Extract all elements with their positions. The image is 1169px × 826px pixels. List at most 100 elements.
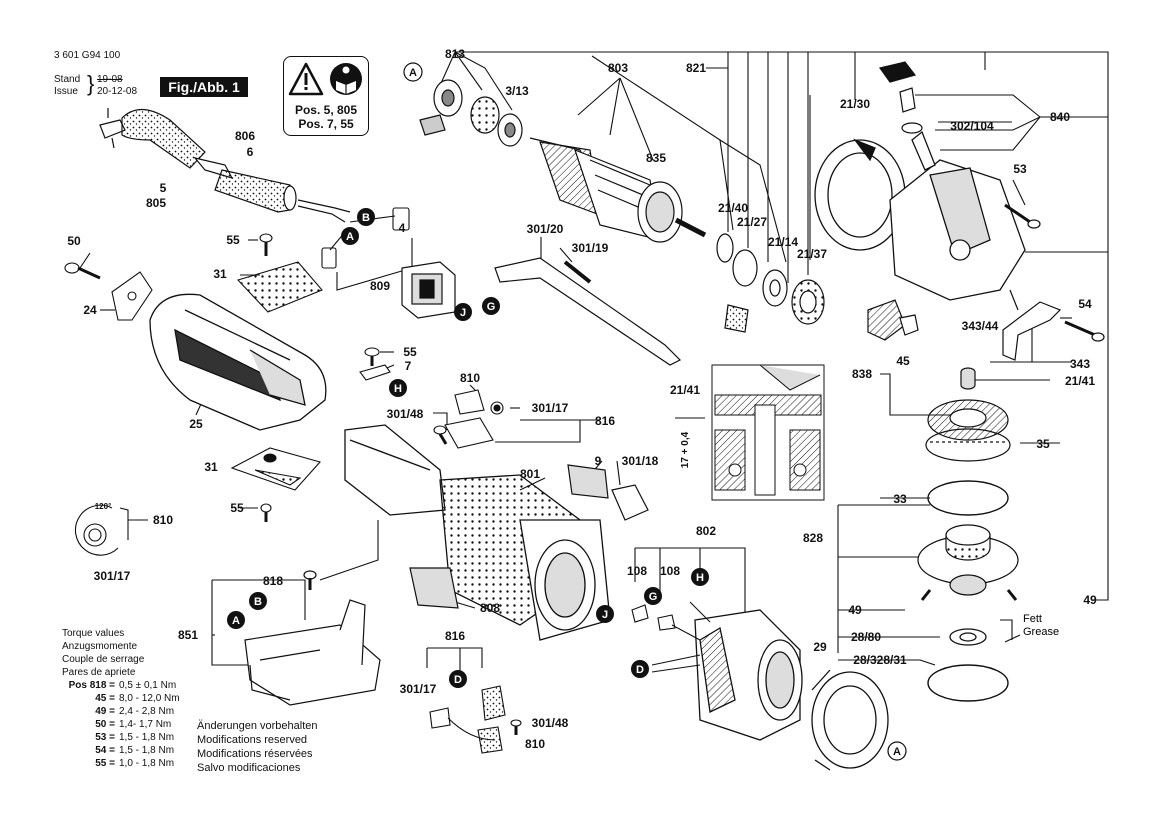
spring-810 <box>74 504 129 556</box>
o-ring-28-328-31 <box>927 664 1009 702</box>
label-343-44: 343/44 <box>962 319 999 333</box>
label-108-b: 108 <box>660 564 680 578</box>
svg-text:H: H <box>696 572 704 584</box>
label-120-deg: 120° <box>95 502 112 511</box>
issue-date: 20-12-08 <box>97 86 138 97</box>
svg-text:A: A <box>232 615 240 627</box>
label-301-48-b: 301/48 <box>532 716 569 730</box>
label-810-c: 810 <box>525 737 545 751</box>
marker-j-housing: J <box>596 605 614 623</box>
label-33: 33 <box>893 492 907 506</box>
svg-text:D: D <box>636 664 644 676</box>
spindle-lock-button <box>878 61 923 134</box>
label-25: 25 <box>189 417 203 431</box>
label-835: 835 <box>646 151 666 165</box>
label-31-b: 31 <box>204 460 218 474</box>
label-813: 813 <box>445 47 465 61</box>
label-301-18: 301/18 <box>622 454 659 468</box>
label-816-a: 816 <box>595 414 615 428</box>
label-818: 818 <box>263 574 283 588</box>
label-21-40: 21/40 <box>718 201 748 215</box>
label-5: 5 <box>160 181 167 195</box>
armature-803 <box>529 137 707 243</box>
marker-j-switch: J <box>454 303 472 321</box>
label-fett: Fett <box>1023 613 1042 625</box>
torque-row: 49 =2,4 - 2,8 Nm <box>95 706 175 717</box>
label-828: 828 <box>803 531 823 545</box>
svg-text:H: H <box>394 383 402 395</box>
label-805: 805 <box>146 196 166 210</box>
label-301-19: 301/19 <box>572 241 609 255</box>
marker-g-switch: G <box>482 297 500 315</box>
label-53: 53 <box>1013 162 1027 176</box>
switch-4 <box>401 261 456 319</box>
screw-54 <box>1064 320 1105 342</box>
marker-d-stator: D <box>631 660 649 678</box>
spindle-lock-301-20 <box>494 257 682 366</box>
warning-triangle-icon <box>288 62 324 96</box>
spindle-cross-section <box>711 364 825 501</box>
cap-31-bottom <box>230 447 321 522</box>
bracket-301-18 <box>611 484 649 521</box>
label-50: 50 <box>67 234 81 248</box>
connection-markers: A B A G J H J B A H G D D A <box>227 62 907 761</box>
label-809: 809 <box>370 279 390 293</box>
label-9: 9 <box>595 454 602 468</box>
warning-line-2: Pos. 7, 55 <box>298 117 354 131</box>
svg-text:G: G <box>649 591 658 603</box>
svg-text:A: A <box>893 746 901 758</box>
washer-28-80 <box>949 628 987 646</box>
read-manual-icon <box>330 63 362 95</box>
label-29: 29 <box>813 640 827 654</box>
label-838: 838 <box>852 367 872 381</box>
marker-h-brush: H <box>389 379 407 397</box>
stand-date-old: 19-08 <box>97 74 123 85</box>
svg-text:A: A <box>346 231 354 243</box>
marker-a-outline: A <box>403 62 423 82</box>
svg-text:D: D <box>454 674 462 686</box>
torque-table: Pos 818 =0,5 ± 0,1 Nm 45 =8,0 - 12,0 Nm … <box>62 679 232 770</box>
marker-a-ring: A <box>887 741 907 761</box>
svg-text:J: J <box>602 609 608 621</box>
label-6: 6 <box>247 145 254 159</box>
modifications-note: Änderungen vorbehalten Modifications res… <box>197 719 317 775</box>
bearing-813-b <box>470 96 523 147</box>
cap-31-top <box>236 233 323 313</box>
label-21-37: 21/37 <box>797 247 827 261</box>
svg-text:A: A <box>409 67 417 79</box>
label-55-b: 55 <box>230 501 244 515</box>
motor-housing-801 <box>344 424 611 641</box>
label-21-27: 21/27 <box>737 215 767 229</box>
label-55-c: 55 <box>403 345 417 359</box>
brush-holder-810 <box>444 389 504 449</box>
torque-values-legend: Torque values Anzugsmomente Couple de se… <box>62 627 222 679</box>
label-301-48-a: 301/48 <box>387 407 424 421</box>
label-49-a: 49 <box>848 603 862 617</box>
label-301-17-c: 301/17 <box>400 682 437 696</box>
label-4: 4 <box>399 221 406 235</box>
air-guide-ring-29 <box>811 669 889 771</box>
warning-line-1: Pos. 5, 805 <box>294 103 358 117</box>
torque-row: 54 =1,5 - 1,8 Nm <box>95 745 175 756</box>
bevel-gear-35 <box>925 399 1011 462</box>
rings-21 <box>716 233 825 333</box>
label-301-20: 301/20 <box>527 222 564 236</box>
label-108-a: 108 <box>627 564 647 578</box>
note-en: Modifications reserved <box>197 734 308 746</box>
torque-title-2: Anzugsmomente <box>62 641 138 652</box>
torque-row: 53 =1,5 - 1,8 Nm <box>95 732 175 743</box>
label-808: 808 <box>480 601 500 615</box>
label-301-17-b: 301/17 <box>532 401 569 415</box>
marker-a-plate: A <box>227 611 245 629</box>
torque-title-3: Couple de serrage <box>62 654 145 665</box>
svg-text:J: J <box>460 307 466 319</box>
screw-50 <box>64 262 101 280</box>
svg-text:G: G <box>487 301 496 313</box>
stand-label: Stand <box>54 74 81 85</box>
label-54: 54 <box>1078 297 1092 311</box>
wire-leads <box>631 601 711 673</box>
torque-row: 50 =1,4- 1,7 Nm <box>95 719 172 730</box>
label-7: 7 <box>405 359 412 373</box>
bracket-24 <box>111 271 153 321</box>
